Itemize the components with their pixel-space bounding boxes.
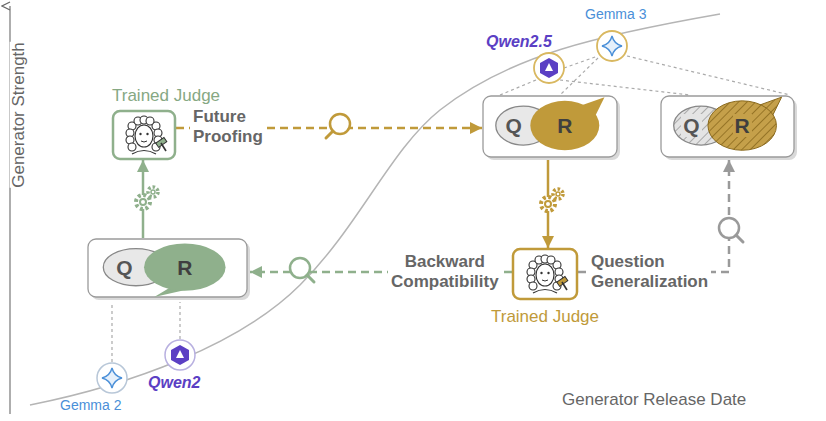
model-name: Gemma 3 [585, 7, 646, 22]
judge-face [536, 264, 554, 286]
gavel-handle [562, 282, 567, 290]
model-name: Qwen2 [148, 374, 200, 392]
wig-curl [128, 143, 136, 151]
judge-border [513, 249, 577, 299]
strength-curve [30, 14, 720, 405]
axis-label: Generator Release Date [562, 391, 746, 410]
wig-curl [146, 117, 154, 125]
query-response-box: QR [660, 95, 797, 160]
edge-label: Question Generalization [588, 251, 711, 294]
judge-eye [540, 272, 542, 274]
judge-label: Trained Judge [491, 308, 599, 325]
qr-frame [482, 95, 620, 160]
gavel-head [156, 137, 167, 147]
judge-eye [146, 133, 148, 135]
judge-box: Trained Judge [112, 110, 176, 160]
response-letter: R [557, 115, 572, 136]
response-bubble [530, 101, 599, 150]
gavel-head [557, 276, 568, 286]
model-link [179, 302, 180, 339]
judge-icon [527, 255, 568, 293]
judge-mouth [141, 141, 147, 142]
gemma-logo [97, 363, 127, 393]
axis-label: Generator Strength [10, 42, 29, 188]
gear-icon [136, 187, 158, 209]
qr-frame [87, 238, 250, 300]
model-link [560, 80, 690, 95]
edge-label: Backward Compatibility [388, 251, 502, 294]
query-response-box: QR [87, 238, 250, 300]
query-letter: Q [506, 115, 522, 136]
response-letter: R [177, 257, 192, 278]
judge-robe [132, 151, 156, 155]
judge-eye [139, 133, 141, 135]
response-letter: R [733, 114, 752, 137]
judge-frame [512, 248, 578, 300]
qwen-logo [534, 53, 564, 83]
box-border [483, 96, 617, 157]
gear-icon [541, 189, 563, 211]
judge-frame [112, 110, 176, 160]
model-link [500, 80, 536, 95]
gavel-handle [161, 143, 166, 151]
response-bubble [144, 244, 226, 291]
response-bubble [708, 101, 777, 150]
judge-icon [126, 116, 167, 154]
judge-robe [533, 290, 557, 294]
model-link [564, 56, 598, 68]
judge-eye [547, 272, 549, 274]
qwen-logo [165, 340, 195, 370]
model-link [111, 302, 112, 362]
model-link [560, 58, 598, 95]
query-letter: Q [116, 257, 132, 278]
judge-face [135, 125, 153, 147]
judge-mouth [542, 280, 548, 281]
magnifier-icon [326, 114, 350, 138]
box-border [661, 96, 794, 157]
judge-box: Trained Judge [512, 248, 578, 300]
magnifier-icon [290, 258, 314, 282]
judge-label: Trained Judge [112, 87, 220, 104]
box-border [88, 239, 247, 297]
query-response-box: QR [482, 95, 620, 160]
wig-curl [529, 282, 537, 290]
magnifier-icon [719, 218, 743, 242]
wig-curl [547, 256, 555, 264]
model-link [627, 56, 790, 95]
gemma-logo [597, 31, 627, 61]
model-name: Qwen2.5 [486, 33, 552, 51]
judge-border [113, 111, 175, 159]
edge-label: Future Proofing [190, 106, 266, 149]
query-letter: Q [681, 114, 701, 137]
model-name: Gemma 2 [60, 398, 121, 413]
